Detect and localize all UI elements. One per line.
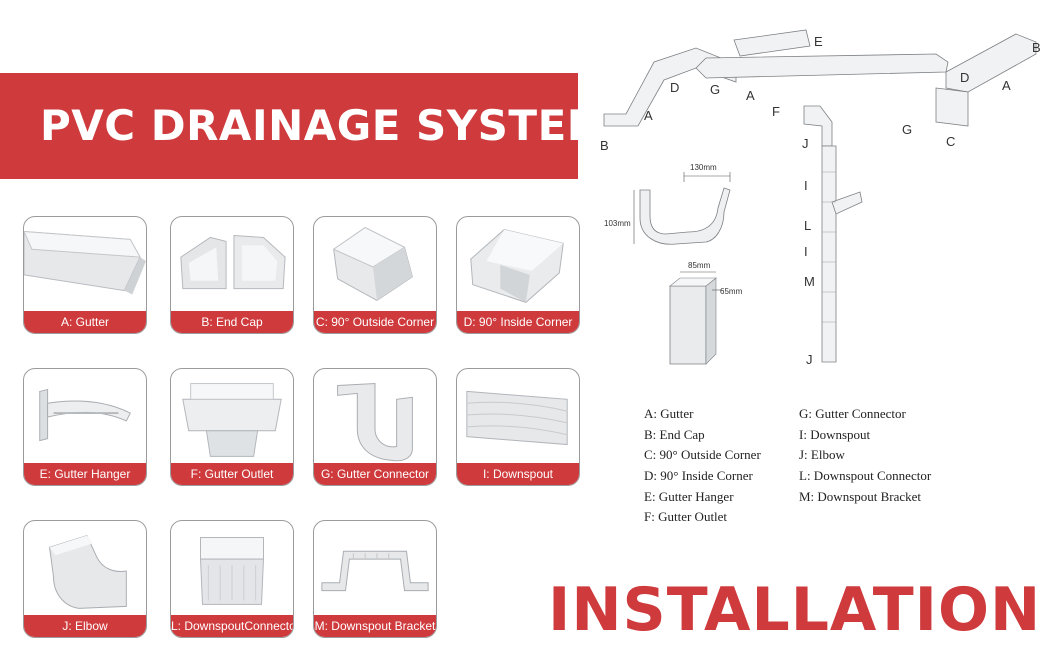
product-card-downspout[interactable]: I: Downspout [456, 368, 580, 486]
product-label: G: Gutter Connector [314, 463, 436, 485]
inside-corner-image [457, 217, 579, 313]
end-cap-image [171, 217, 293, 313]
product-label: E: Gutter Hanger [24, 463, 146, 485]
product-label: B: End Cap [171, 311, 293, 333]
product-label: C: 90° Outside Corner [314, 311, 436, 333]
callout-a-3: A [1002, 78, 1011, 93]
legend-item: L: Downspout Connector [799, 468, 932, 484]
callout-f: F [772, 104, 780, 119]
product-card-gutter-connector[interactable]: G: Gutter Connector [313, 368, 437, 486]
legend-item: M: Downspout Bracket [799, 488, 922, 504]
product-card-gutter-hanger[interactable]: E: Gutter Hanger [23, 368, 147, 486]
callout-j: J [802, 136, 809, 151]
gutter-outlet-image [171, 369, 293, 465]
outside-corner-image [314, 217, 436, 313]
legend-item: G: Gutter Connector [799, 406, 906, 421]
product-label: J: Elbow [24, 615, 146, 637]
callout-c: C [946, 134, 955, 149]
callout-g-2: G [902, 122, 912, 137]
product-label: M: Downspout Bracket [314, 615, 436, 637]
gutter-connector-image [314, 369, 436, 465]
legend-left: A: Gutter B: End Cap C: 90° Outside Corn… [644, 404, 761, 528]
legend-right: G: Gutter Connector I: Downspout J: Elbo… [799, 404, 931, 507]
legend-item: D: 90° Inside Corner [644, 468, 753, 484]
downspout-image [457, 369, 579, 465]
product-card-outside-corner[interactable]: C: 90° Outside Corner [313, 216, 437, 334]
title-banner [0, 73, 578, 179]
callout-i: I [804, 178, 808, 193]
callout-e: E [814, 34, 823, 49]
callout-m: M [804, 274, 815, 289]
callout-i-2: I [804, 244, 808, 259]
page-title: PVC DRAINAGE SYSTEM [40, 101, 610, 150]
legend-item: A: Gutter [644, 406, 694, 421]
product-card-downspout-bracket[interactable]: M: Downspout Bracket [313, 520, 437, 638]
callout-l: L [804, 218, 811, 233]
product-card-inside-corner[interactable]: D: 90° Inside Corner [456, 216, 580, 334]
callout-b-2: B [1032, 40, 1041, 55]
legend-item: B: End Cap [644, 426, 705, 442]
legend-item: I: Downspout [799, 426, 871, 442]
gutter-hanger-image [24, 369, 146, 465]
product-label: D: 90° Inside Corner [457, 311, 579, 333]
callout-d-2: D [960, 70, 969, 85]
legend-item: C: 90° Outside Corner [644, 447, 761, 463]
product-label: I: Downspout [457, 463, 579, 485]
gutter-image [24, 217, 146, 313]
legend-item: J: Elbow [799, 447, 845, 463]
legend-item: F: Gutter Outlet [644, 509, 728, 525]
callout-a-2: A [746, 88, 755, 103]
product-label: L: DownspoutConnector [171, 615, 293, 637]
product-card-end-cap[interactable]: B: End Cap [170, 216, 294, 334]
downspout-connector-image [171, 521, 293, 617]
callout-j-2: J [806, 352, 813, 367]
callout-d: D [670, 80, 679, 95]
product-label: F: Gutter Outlet [171, 463, 293, 485]
installation-diagram: A A A B B C D D E F G G I I J J L M 130m… [596, 22, 1059, 372]
product-card-elbow[interactable]: J: Elbow [23, 520, 147, 638]
gutter-width-dim: 130mm [690, 163, 717, 172]
installation-title: INSTALLATION [548, 575, 1042, 645]
legend-item: E: Gutter Hanger [644, 488, 734, 504]
product-card-gutter-outlet[interactable]: F: Gutter Outlet [170, 368, 294, 486]
pipe-depth-dim: 65mm [720, 287, 743, 296]
product-card-downspout-connector[interactable]: L: DownspoutConnector [170, 520, 294, 638]
callout-b: B [600, 138, 609, 153]
product-label: A: Gutter [24, 311, 146, 333]
product-card-gutter[interactable]: A: Gutter [23, 216, 147, 334]
downspout-bracket-image [314, 521, 436, 617]
callout-g: G [710, 82, 720, 97]
gutter-height-dim: 103mm [604, 219, 631, 228]
callout-a: A [644, 108, 653, 123]
elbow-image [24, 521, 146, 617]
pipe-width-dim: 85mm [688, 261, 711, 270]
